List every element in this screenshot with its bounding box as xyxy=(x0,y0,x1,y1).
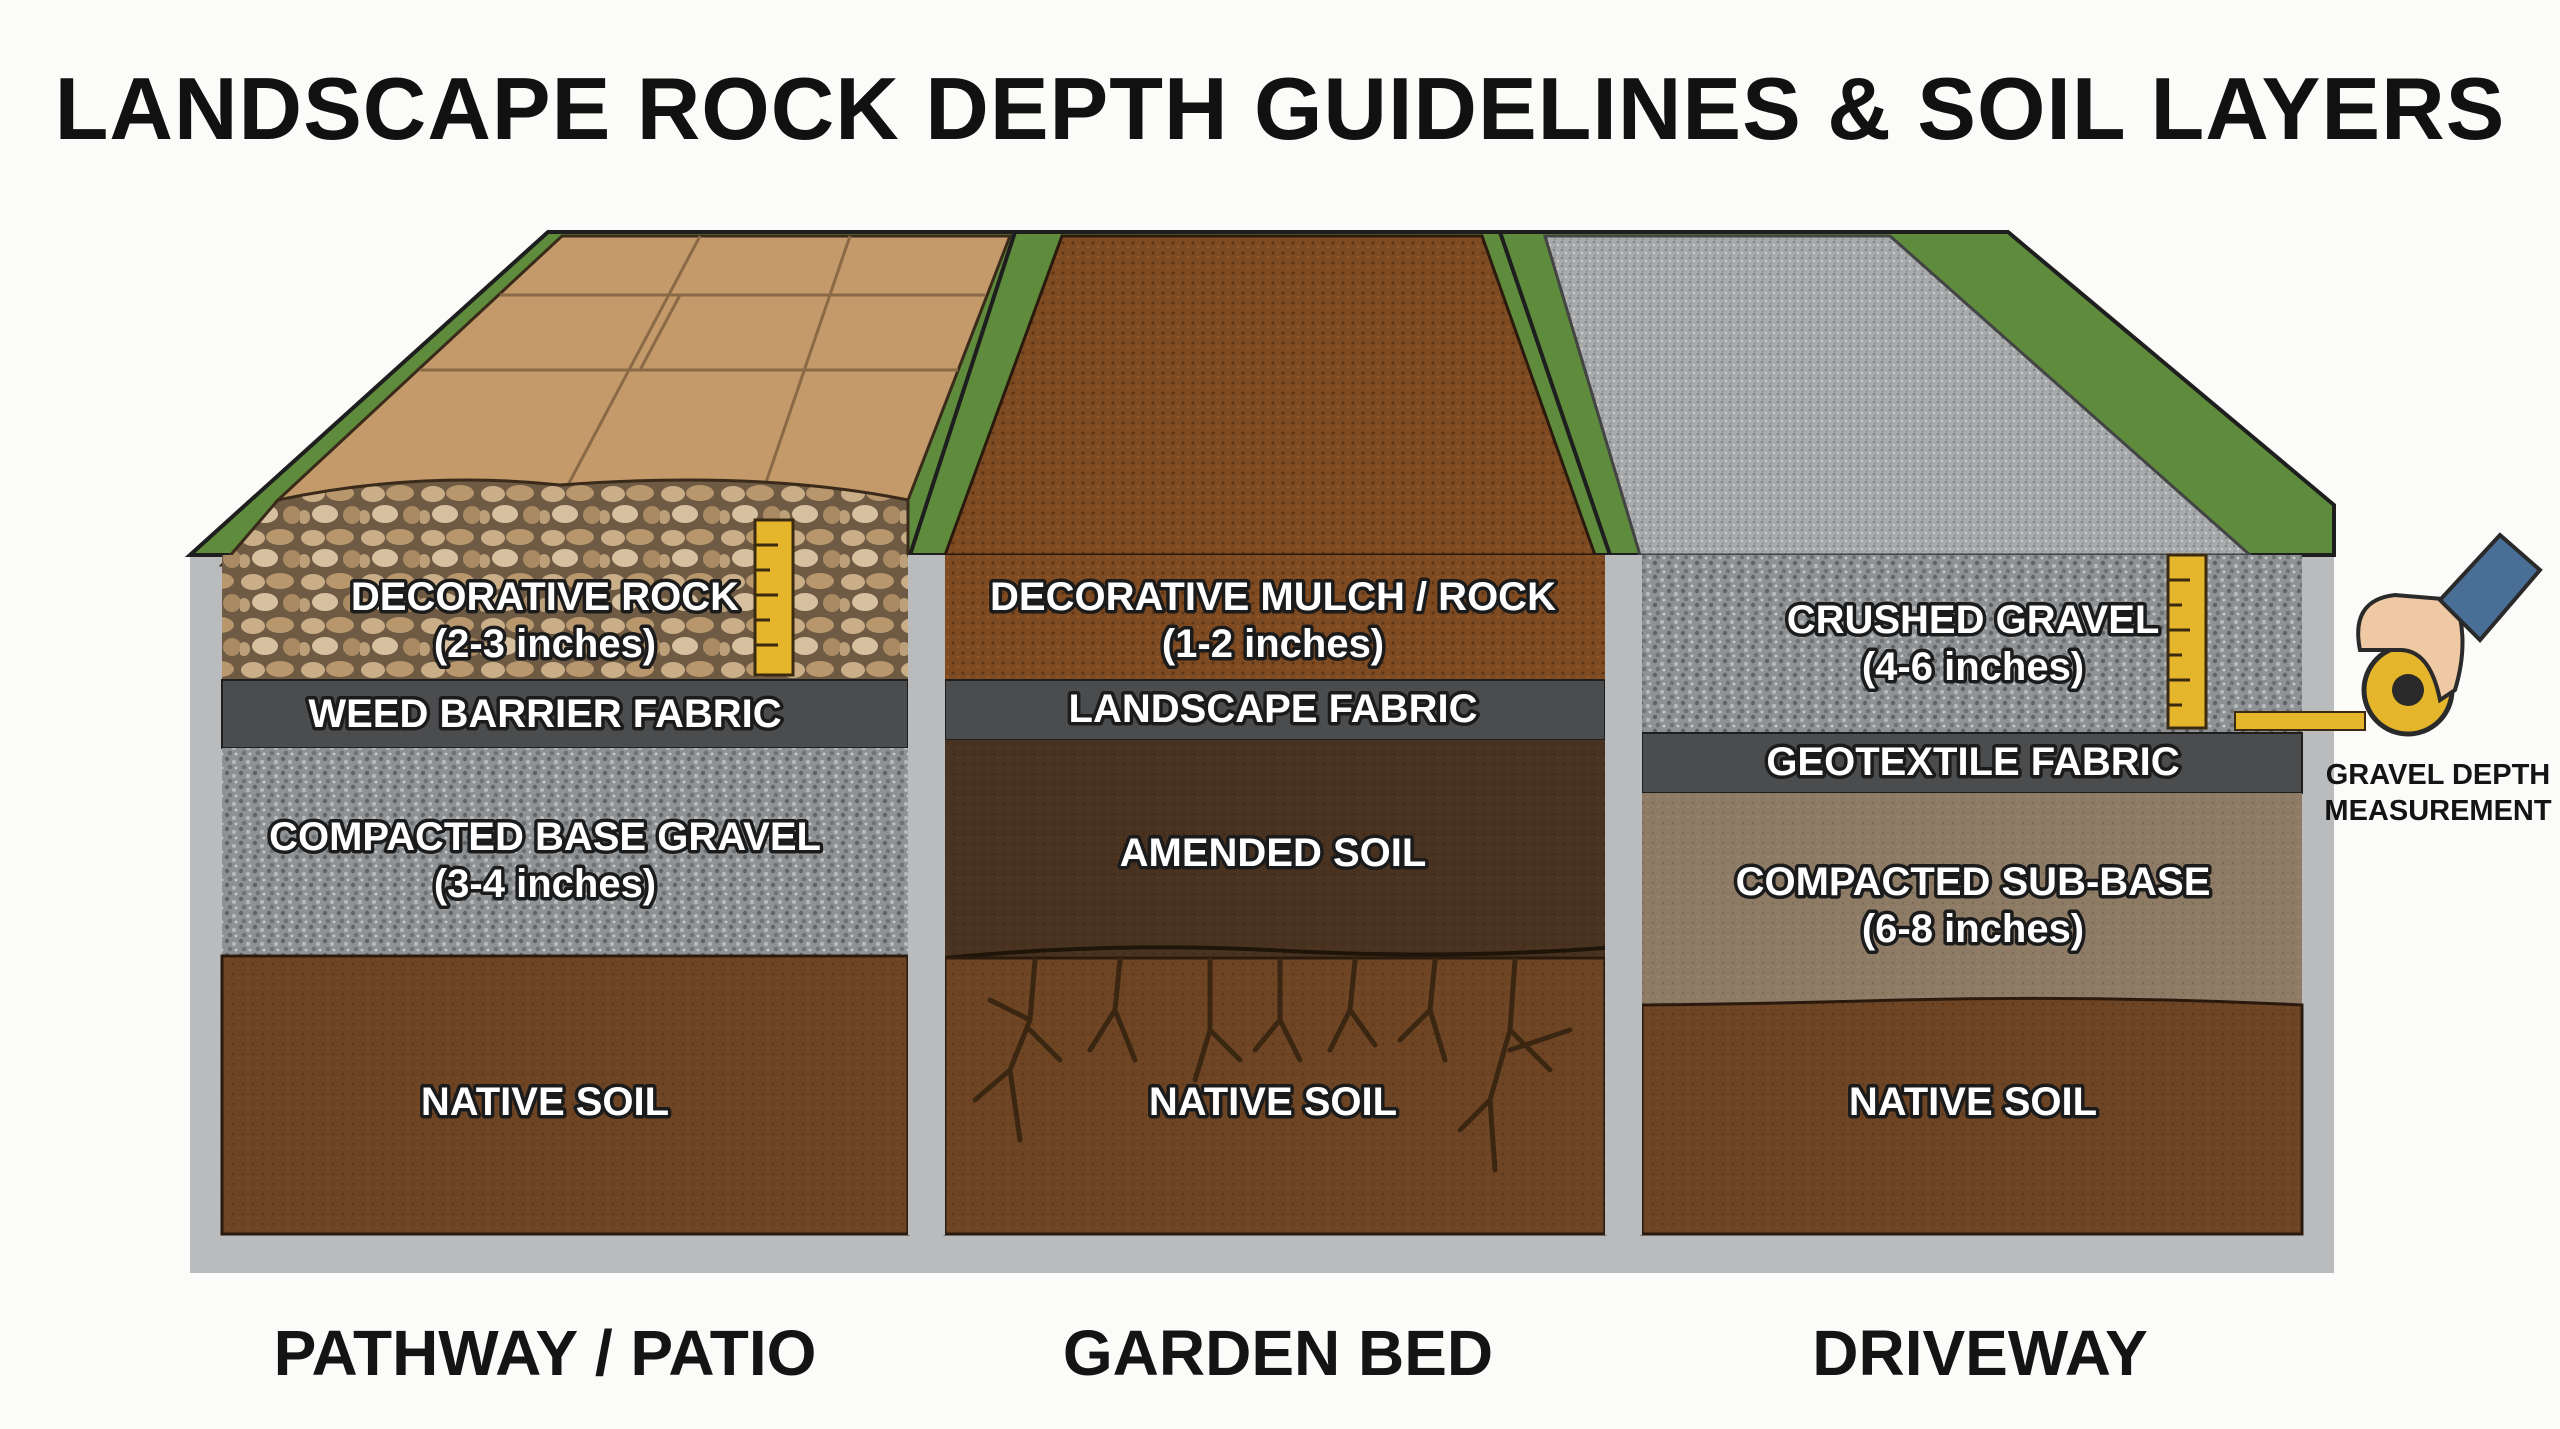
measurement-label-line-1: GRAVEL DEPTH xyxy=(2326,759,2551,791)
driveway-geotextile xyxy=(1641,732,2303,794)
pathway-native-soil xyxy=(220,954,910,1236)
garden-soil-boundary xyxy=(944,945,1606,960)
driveway-layer-1-depth: (4-6 inches) xyxy=(1862,645,2084,689)
pathway-weed-barrier xyxy=(221,679,909,749)
garden-decorative-mulch xyxy=(945,555,1605,680)
pathway-paver-surface xyxy=(274,234,1013,502)
pathway-layer-3-name: COMPACTED BASE GRAVEL xyxy=(269,815,821,859)
driveway-layer-3-depth: (6-8 inches) xyxy=(1862,907,2084,951)
plant-roots xyxy=(972,957,1573,1173)
paver-joints xyxy=(420,235,985,501)
garden-layer-3-name: AMENDED SOIL xyxy=(1120,831,1427,875)
driveway-ruler xyxy=(2166,553,2208,730)
caption-pathway: PATHWAY / PATIO xyxy=(274,1317,817,1389)
driveway-sub-base xyxy=(1642,793,2302,1005)
pathway-layer-3-depth: (3-4 inches) xyxy=(434,862,656,906)
driveway-layer-2-name: GEOTEXTILE FABRIC xyxy=(1766,740,2179,784)
divider-left xyxy=(908,555,945,1235)
driveway-layer-1-name: CRUSHED GRAVEL xyxy=(1787,598,2160,642)
driveway-layer-3-name: COMPACTED SUB-BASE xyxy=(1736,860,2211,904)
pathway-rock-mound xyxy=(218,478,910,567)
garden-native-soil xyxy=(943,956,1607,1236)
measurement-label-line-2: MEASUREMENT xyxy=(2324,795,2551,827)
garden-layer-1-name: DECORATIVE MULCH / ROCK xyxy=(990,575,1556,619)
divider-right xyxy=(1605,555,1642,1235)
pathway-ruler xyxy=(753,518,795,677)
garden-layer-1-depth: (1-2 inches) xyxy=(1162,622,1384,666)
hand-icon xyxy=(2356,532,2543,704)
driveway-native-soil xyxy=(1640,996,2304,1236)
caption-driveway: DRIVEWAY xyxy=(1812,1317,2148,1389)
garden-layer-2-name: LANDSCAPE FABRIC xyxy=(1069,687,1478,731)
caption-garden: GARDEN BED xyxy=(1063,1317,1493,1389)
pathway-layer-4-name: NATIVE SOIL xyxy=(421,1080,669,1124)
pathway-base-gravel xyxy=(222,748,908,956)
page-title: LANDSCAPE ROCK DEPTH GUIDELINES & SOIL L… xyxy=(54,59,2506,158)
garden-layer-4-name: NATIVE SOIL xyxy=(1149,1080,1397,1124)
pathway-section xyxy=(184,230,1023,1236)
garden-landscape-fabric xyxy=(944,679,1606,741)
driveway-layer-4-name: NATIVE SOIL xyxy=(1849,1080,2097,1124)
garden-section xyxy=(907,230,1628,1236)
tape-blade xyxy=(2234,711,2366,731)
pathway-layer-1-name: DECORATIVE ROCK xyxy=(351,575,739,619)
garden-amended-soil xyxy=(945,740,1605,958)
pathway-layer-2-name: WEED BARRIER FABRIC xyxy=(308,692,781,736)
driveway-section xyxy=(1497,230,2543,1236)
pathway-layer-1-depth: (2-3 inches) xyxy=(434,622,656,666)
